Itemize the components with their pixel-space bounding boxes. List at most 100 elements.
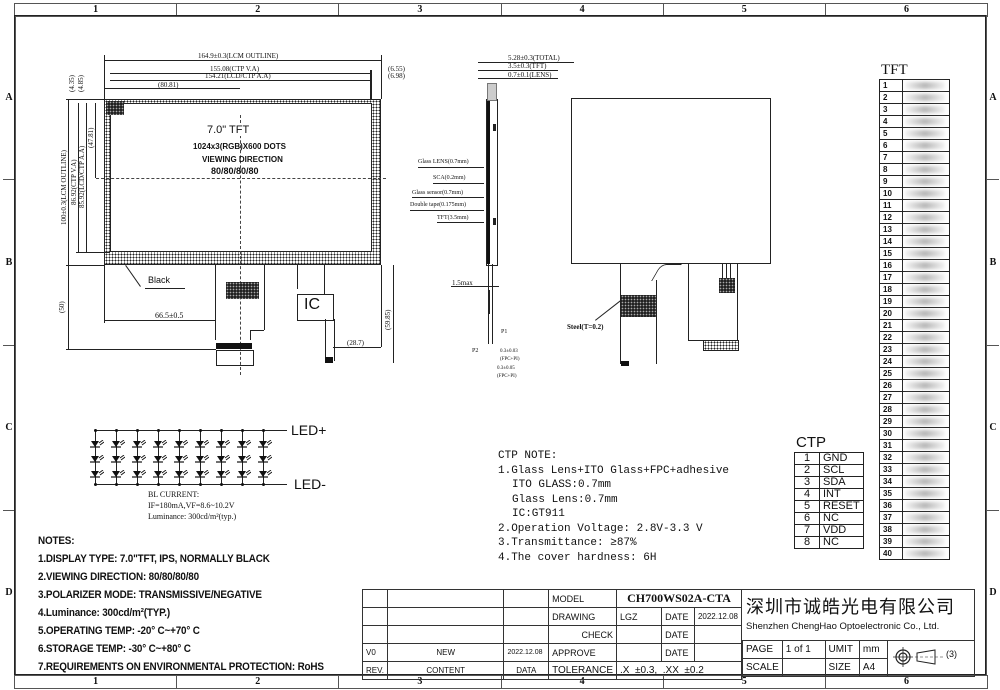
date-label: DATE bbox=[661, 607, 695, 626]
tft-pin-row: 22 bbox=[879, 331, 950, 344]
pin-name-obscured bbox=[902, 355, 950, 368]
pin-number: 21 bbox=[879, 319, 903, 332]
side-fpc bbox=[492, 264, 493, 344]
led-icon bbox=[132, 452, 147, 470]
junction-dot bbox=[93, 428, 97, 432]
pin-name-obscured bbox=[902, 511, 950, 524]
pin-number: 31 bbox=[879, 439, 903, 452]
dim-line bbox=[451, 286, 499, 287]
pin-number: 19 bbox=[879, 295, 903, 308]
led-icon bbox=[237, 452, 252, 470]
ctp-fpc-strip bbox=[325, 319, 335, 361]
ctp-fpc-connector bbox=[703, 340, 739, 351]
ic-chip bbox=[297, 294, 334, 321]
pin-name-obscured bbox=[902, 103, 950, 116]
led-icon bbox=[174, 437, 189, 455]
dim-right-offset-2: (6.98) bbox=[388, 72, 405, 80]
pin-name-obscured bbox=[902, 427, 950, 440]
tft-pin-row: 15 bbox=[879, 247, 950, 260]
led-icon bbox=[174, 467, 189, 485]
ext-line bbox=[76, 252, 110, 253]
tft-pin-row: 25 bbox=[879, 367, 950, 380]
tft-pin-row: 2 bbox=[879, 91, 950, 104]
pin-number: 15 bbox=[879, 247, 903, 260]
dim-fpc-offset: 66.5±0.5 bbox=[155, 311, 184, 320]
notes-title: NOTES: bbox=[38, 535, 75, 547]
pin-number: 16 bbox=[879, 259, 903, 272]
pin-name-obscured bbox=[902, 319, 950, 332]
tft-pin-row: 23 bbox=[879, 343, 950, 356]
fpc-edge bbox=[324, 265, 325, 294]
dim-line bbox=[333, 347, 381, 348]
note-item: 2.VIEWING DIRECTION: 80/80/80/80 bbox=[38, 571, 199, 583]
pin-number: 29 bbox=[879, 415, 903, 428]
pin-name-obscured bbox=[902, 391, 950, 404]
tft-pin-row: 24 bbox=[879, 355, 950, 368]
tft-pin-row: 30 bbox=[879, 427, 950, 440]
dim-fpc-thickness-2: 0.3±0.05 (FPC+PI) bbox=[497, 366, 517, 379]
dim-lcm-outline-height: 100±0.3(LCM OUTLINE) bbox=[60, 150, 68, 225]
led-icon bbox=[258, 452, 273, 470]
led-icon bbox=[174, 452, 189, 470]
tft-pin-row: 16 bbox=[879, 259, 950, 272]
bl-current-label: BL CURRENT: bbox=[148, 490, 200, 499]
ctp-note-item: 3.Transmittance: ≥87% bbox=[498, 537, 637, 549]
tft-pin-row: 14 bbox=[879, 235, 950, 248]
tft-pin-row: 40 bbox=[879, 547, 950, 560]
company-block: 深圳市诚皓光电有限公司 Shenzhen ChengHao Optoelectr… bbox=[742, 589, 975, 641]
dim-max-thickness: 1.5max bbox=[452, 279, 473, 287]
pin-number: 32 bbox=[879, 451, 903, 464]
leader-line bbox=[410, 210, 484, 211]
dim-line bbox=[110, 73, 372, 74]
ctp-component bbox=[719, 278, 735, 293]
rev-date: 2022.12.08 bbox=[503, 643, 550, 662]
dim-line bbox=[393, 265, 394, 363]
pin-number: 5 bbox=[879, 127, 903, 140]
tft-pin-row: 39 bbox=[879, 535, 950, 548]
pin-number: 26 bbox=[879, 379, 903, 392]
junction-dot bbox=[240, 482, 244, 486]
tft-pin-row: 20 bbox=[879, 307, 950, 320]
pin-name-obscured bbox=[902, 487, 950, 500]
pin-number: 4 bbox=[879, 115, 903, 128]
tft-pin-row: 34 bbox=[879, 475, 950, 488]
fpc-stiffener bbox=[216, 350, 254, 366]
notes-block: NOTES: 1.DISPLAY TYPE: 7.0"TFT, IPS, NOR… bbox=[38, 532, 324, 676]
dim-line bbox=[86, 103, 87, 252]
grid-row: B bbox=[987, 180, 999, 346]
dim-ctp-va-width: 155.08(CTP V.A) bbox=[210, 65, 260, 73]
leader-line bbox=[433, 183, 484, 184]
tolerance-value: .X ±0.3, .XX ±0.2 bbox=[616, 661, 742, 680]
led-icon bbox=[90, 467, 105, 485]
viewing-direction-label: VIEWING DIRECTION bbox=[202, 155, 283, 164]
pin-number: 38 bbox=[879, 523, 903, 536]
grid-row: D bbox=[989, 587, 997, 599]
dim-tft-thickness: 3.5±0.3(TFT) bbox=[508, 62, 547, 70]
pin-name-obscured bbox=[902, 127, 950, 140]
grid-row-labels-left: A B C D bbox=[3, 15, 16, 675]
pin-name-obscured bbox=[902, 307, 950, 320]
junction-dot bbox=[198, 428, 202, 432]
pin-number: 6 bbox=[794, 512, 820, 525]
junction-dot bbox=[156, 482, 160, 486]
pin-name-obscured bbox=[902, 343, 950, 356]
grid-row-labels-right: A B C D bbox=[986, 15, 999, 675]
ctp-fpc-tail bbox=[265, 265, 298, 289]
pin-number: 10 bbox=[879, 187, 903, 200]
led-icon bbox=[195, 467, 210, 485]
ctp-note-title: CTP NOTE: bbox=[498, 450, 558, 462]
junction-dot bbox=[219, 482, 223, 486]
led-icon bbox=[258, 437, 273, 455]
page-label: PAGE bbox=[742, 640, 783, 659]
dim-line bbox=[95, 103, 96, 178]
junction-dot bbox=[114, 428, 118, 432]
pin-number: 12 bbox=[879, 211, 903, 224]
ext-line bbox=[104, 265, 105, 323]
pin-name-obscured bbox=[902, 283, 950, 296]
led-icon bbox=[153, 452, 168, 470]
junction-dot bbox=[240, 428, 244, 432]
ctp-note-item: IC:GT911 bbox=[512, 508, 565, 520]
grid-col: 3 bbox=[339, 676, 502, 688]
